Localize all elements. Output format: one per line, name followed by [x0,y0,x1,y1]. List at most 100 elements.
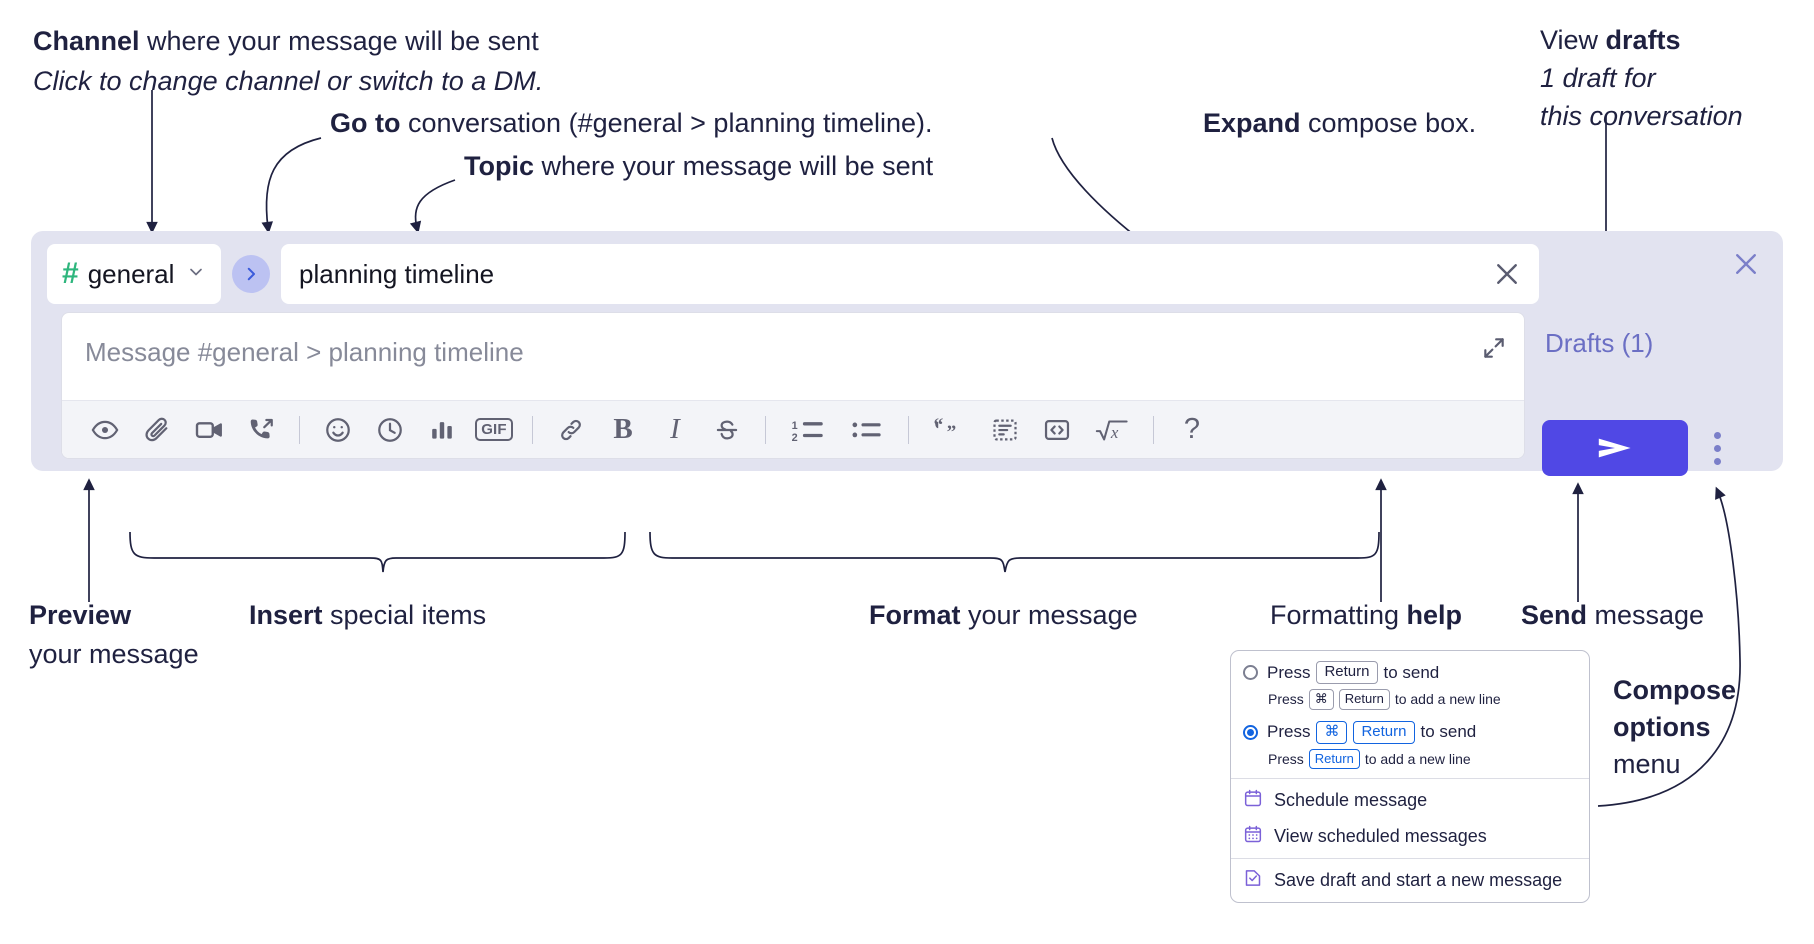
key-return: Return [1316,661,1378,684]
menu-item-label: View scheduled messages [1274,826,1487,847]
menu-item-label: Save draft and start a new message [1274,870,1563,891]
inline-code-icon[interactable] [1031,408,1083,452]
annotation-insert: Insert special items [249,598,486,632]
strikethrough-icon[interactable] [701,408,753,452]
menu-item-save-draft[interactable]: Save draft and start a new message [1231,859,1589,902]
link-icon[interactable] [545,408,597,452]
topic-value: planning timeline [299,258,495,289]
message-input-area[interactable]: Message #general > planning timeline [61,312,1525,459]
annotation-expand-rest: compose box. [1300,108,1477,138]
option-prefix: Press [1267,662,1311,682]
channel-picker[interactable]: # general [47,244,221,304]
annotation-preview-bold: Preview [29,600,132,630]
annotation-preview: Preview your message [29,598,199,671]
annotation-channel-bold: Channel [33,26,140,56]
annotation-drafts-italic2: this conversation [1540,101,1743,132]
bold-icon[interactable]: B [597,408,649,452]
help-icon[interactable]: ? [1166,408,1218,452]
annotation-compose-options-bold1: Compose [1613,675,1737,705]
annotation-format: Format your message [869,598,1138,632]
send-option-return[interactable]: Press Return to send Press ⌘ Return to a… [1231,651,1589,719]
annotation-goto: Go to conversation (#general > planning … [330,106,933,140]
annotation-formatting-help-bold: help [1406,600,1463,630]
svg-text:”: ” [947,421,957,442]
send-arrow-icon [1598,438,1631,458]
topic-input[interactable]: planning timeline [281,244,1539,304]
annotation-topic-rest: where your message will be sent [534,151,934,181]
annotation-expand-bold: Expand [1203,108,1301,138]
annotation-drafts-plain: View [1540,25,1606,55]
svg-text:1: 1 [792,419,798,431]
italic-icon[interactable]: I [649,408,701,452]
menu-item-label: Schedule message [1274,790,1428,811]
formatting-toolbar: GIF B I [62,400,1524,458]
preview-icon[interactable] [79,408,131,452]
annotation-drafts-italic1: 1 draft for [1540,63,1656,94]
compose-options-menu: Press Return to send Press ⌘ Return to a… [1230,650,1590,904]
audio-call-icon[interactable] [235,408,287,452]
option-sub-suffix: to add a new line [1394,691,1501,708]
menu-divider [1231,858,1589,860]
svg-text:x: x [1110,422,1119,441]
annotation-channel-italic: Click to change channel or switch to a D… [33,66,544,97]
annotation-topic-bold: Topic [464,151,534,181]
annotation-expand: Expand compose box. [1203,106,1476,140]
annotation-send-bold: Send [1521,600,1588,630]
emoji-icon[interactable] [312,408,364,452]
channel-name: general [87,258,175,289]
menu-item-schedule-message[interactable]: Schedule message [1231,779,1589,822]
svg-text:2: 2 [792,431,798,443]
poll-icon[interactable] [416,408,468,452]
annotation-drafts-bold: drafts [1605,25,1681,55]
clear-topic-icon[interactable] [1492,259,1522,289]
close-icon[interactable] [1731,249,1761,284]
annotation-drafts: View drafts 1 draft for this conversatio… [1540,23,1743,133]
send-button[interactable] [1542,420,1688,476]
bold-label: B [613,413,633,445]
blockquote-icon[interactable]: “” [921,408,979,452]
dot [1713,457,1721,465]
radio-unselected[interactable] [1243,665,1258,680]
latex-icon[interactable]: x [1083,408,1141,452]
annotation-channel-rest: where your message will be sent [139,26,539,56]
annotation-insert-bold: Insert [249,600,323,630]
attachment-icon[interactable] [131,408,183,452]
annotation-channel: Channel where your message will be sent … [33,24,543,98]
annotation-format-bold: Format [869,600,961,630]
bulleted-list-icon[interactable] [838,408,896,452]
toolbar-separator [1153,415,1154,444]
clock-icon[interactable] [364,408,416,452]
annotation-goto-rest: conversation (#general > planning timeli… [400,108,933,138]
annotation-goto-bold: Go to [330,108,401,138]
radio-selected[interactable] [1243,724,1258,740]
video-icon[interactable] [183,408,235,452]
annotation-preview-rest: your message [29,639,199,670]
toolbar-separator [532,415,533,444]
gif-icon[interactable]: GIF [468,408,520,452]
toolbar-separator [908,415,909,444]
menu-item-view-scheduled-messages[interactable]: View scheduled messages [1231,822,1589,858]
goto-conversation-button[interactable] [232,255,270,293]
compose-panel: # general planning timeline M [31,231,1783,471]
compose-options-button[interactable] [1700,424,1734,472]
menu-divider [1231,778,1589,780]
code-block-icon[interactable] [979,408,1031,452]
key-return: Return [1308,748,1360,770]
option-sub-suffix: to add a new line [1364,750,1471,767]
annotation-send: Send message [1521,598,1704,632]
compose-header-row: # general planning timeline [47,244,1539,304]
annotation-formatting-help-plain: Formatting [1270,600,1407,630]
drafts-link[interactable]: Drafts (1) [1545,328,1654,358]
chevron-down-icon [186,262,206,287]
send-option-cmd-return[interactable]: Press ⌘ Return to send Press Return to a… [1231,719,1589,779]
toolbar-separator [299,415,300,444]
option-sub-prefix: Press [1268,750,1304,767]
help-label: ? [1183,413,1201,445]
calendar-clock-icon [1243,788,1263,813]
save-draft-icon [1243,868,1263,893]
annotation-compose-options-bold2: options [1613,712,1711,743]
expand-icon[interactable] [1481,335,1507,366]
svg-text:“: “ [934,416,944,436]
annotation-insert-rest: special items [322,600,487,630]
